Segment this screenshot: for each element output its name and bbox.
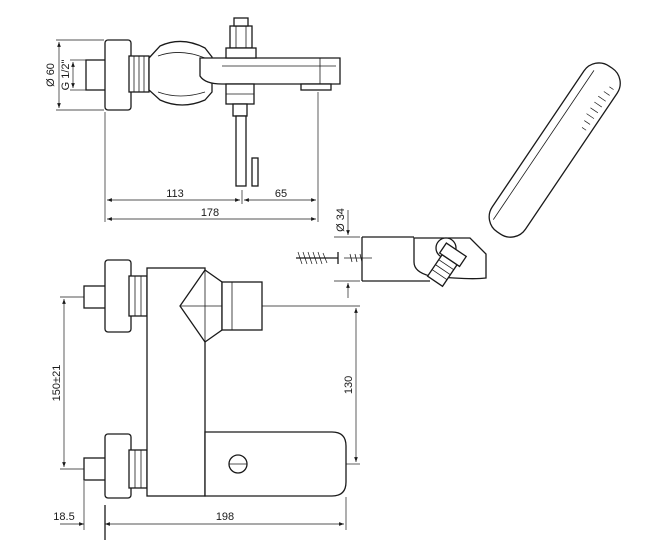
dim-113: 113 bbox=[166, 188, 184, 200]
diverter-cap bbox=[233, 17, 249, 27]
lever-tip bbox=[251, 157, 259, 187]
top-view: Ø 60 G 1/2" 113 65 178 bbox=[45, 17, 341, 222]
holder-clamp bbox=[438, 242, 468, 268]
dim-178: 178 bbox=[201, 207, 219, 219]
dim-thread: G 1/2" bbox=[60, 60, 72, 91]
escutcheon bbox=[104, 39, 132, 111]
upper-nut bbox=[128, 275, 148, 317]
lower-nut bbox=[128, 449, 148, 489]
dim-dia-34: Ø 34 bbox=[335, 208, 347, 232]
dim-150: 150±21 bbox=[51, 365, 63, 402]
front-view: 150±21 130 18.5 198 bbox=[51, 259, 360, 540]
spout bbox=[199, 57, 341, 85]
diverter-knob bbox=[229, 25, 253, 49]
spray-nozzles bbox=[581, 86, 614, 131]
shower-handle bbox=[488, 62, 621, 238]
hand-shower: Ø 34 bbox=[296, 62, 621, 298]
aerator bbox=[300, 83, 332, 91]
mixer-body bbox=[148, 40, 213, 106]
dim-130: 130 bbox=[343, 376, 355, 394]
dim-18-5: 18.5 bbox=[53, 511, 74, 523]
diverter-cap-front bbox=[221, 281, 263, 331]
diverter-base bbox=[225, 47, 257, 59]
dim-dia-60: Ø 60 bbox=[45, 63, 57, 87]
lower-escutcheon bbox=[104, 433, 132, 499]
upper-escutcheon bbox=[104, 259, 132, 333]
lever bbox=[235, 115, 247, 187]
wall-screw bbox=[296, 251, 372, 265]
dim-65: 65 bbox=[275, 188, 287, 200]
lever-handle-front bbox=[204, 431, 347, 497]
dim-198: 198 bbox=[216, 511, 234, 523]
outlet-nut bbox=[232, 103, 248, 117]
